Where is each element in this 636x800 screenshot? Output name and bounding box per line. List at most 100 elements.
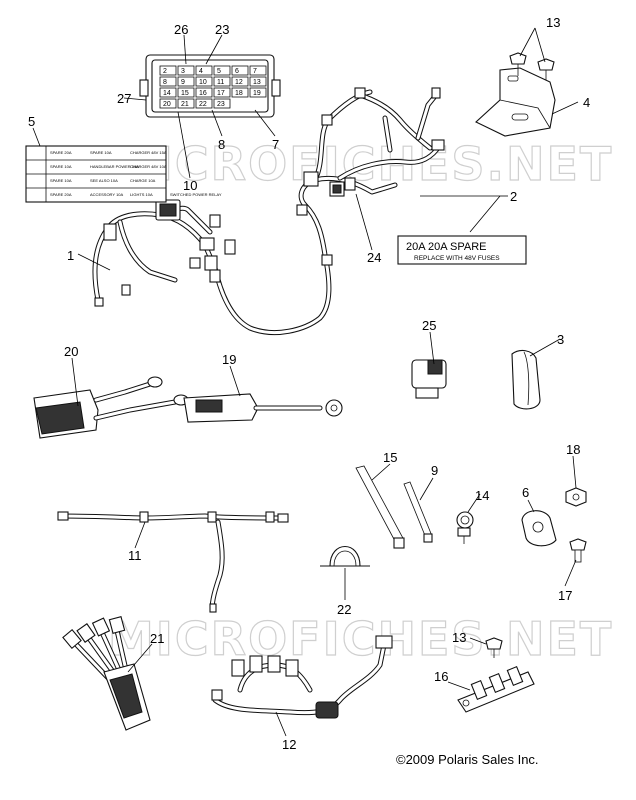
fuse-slot: [195, 87, 213, 98]
fuse-slot: [177, 76, 195, 87]
fuse-label-line1: 20A 20A SPARE: [406, 241, 487, 253]
fuse-slot: [159, 65, 177, 76]
fuse-slot-number: 17: [217, 90, 225, 97]
part-16-bus-bar: [457, 665, 535, 713]
part-4-bracket: [475, 67, 556, 137]
fuse-slot: [195, 76, 213, 87]
copyright: ©2009 Polaris Sales Inc.: [396, 752, 539, 767]
fuse-slot: [213, 65, 231, 76]
fuse-card-cell: SPARE 20A: [50, 192, 72, 197]
fuse-slot-number: 6: [235, 68, 239, 75]
part-20-cable: [33, 376, 189, 439]
callout-22: 22: [337, 602, 351, 617]
callout-24: 24: [367, 250, 381, 265]
fuse-slot: [213, 98, 231, 109]
part-25-connector: [411, 359, 447, 399]
part-11-sub-harness: [57, 511, 289, 613]
fuse-slot-number: 8: [163, 79, 167, 86]
part-2-fuse-replace-label: 20A 20A SPARE REPLACE WITH 48V FUSES: [397, 235, 527, 265]
fuse-slot: [231, 65, 249, 76]
fuse-slot-number: 22: [199, 101, 207, 108]
fuse-slot: [159, 98, 177, 109]
fuse-slot-number: 9: [181, 79, 185, 86]
callout-25: 25: [422, 318, 436, 333]
callout-15: 15: [383, 450, 397, 465]
callout-6: 6: [522, 485, 529, 500]
part-1-main-harness: [92, 87, 445, 336]
watermark-top: MICROFICHES.NET: [108, 137, 613, 191]
callout-23: 23: [215, 22, 229, 37]
fuse-slot: [195, 65, 213, 76]
fuse-card-cell: SPARE 10A: [90, 150, 112, 155]
callout-9: 9: [431, 463, 438, 478]
callout-14: 14: [475, 488, 489, 503]
fuse-slot: [195, 98, 213, 109]
fuse-card-cell: ACCESSORY 10A: [90, 192, 124, 197]
fuse-card-cell: CHARGE 10A: [130, 178, 156, 183]
watermark-bottom: MICROFICHES.NET: [108, 612, 613, 666]
fuse-card-cells: SPARE 20A SPARE 10A CHARGER 48V 15A SPARE 1…: [26, 150, 222, 197]
fuse-slot: [159, 76, 177, 87]
part-18-nut: [565, 487, 587, 507]
fuse-slot-number: 2: [163, 68, 167, 75]
part-15-cable-tie: [355, 465, 405, 549]
callout-8: 8: [218, 137, 225, 152]
fuse-slot: [177, 87, 195, 98]
part-9-cable-tie: [403, 481, 433, 543]
fuse-slot-number: 12: [235, 79, 243, 86]
fuse-label-line2: REPLACE WITH 48V FUSES: [414, 255, 500, 262]
fuse-slot: [231, 87, 249, 98]
fuse-slot-number: 4: [199, 68, 203, 75]
fuse-card-cell: SPARE 10A: [50, 164, 72, 169]
callout-27: 27: [117, 91, 131, 106]
fuse-slot: [177, 98, 195, 109]
fuse-card-cell: SPARE 10A: [50, 178, 72, 183]
fuse-card-cell: CHARGER 48V 15A: [130, 150, 167, 155]
fuse-card-cell: CHARGER 48V 10A: [130, 164, 167, 169]
fuse-card-cell: SPARE 20A: [50, 150, 72, 155]
fuse-card-cell: SEE ALSO 10A: [90, 178, 118, 183]
callout-5: 5: [28, 114, 35, 129]
callout-12: 12: [282, 737, 296, 752]
fuse-slot: [159, 87, 177, 98]
callout-7: 7: [272, 137, 279, 152]
fuse-slot-number: 16: [199, 90, 207, 97]
fuse-slot-number: 13: [253, 79, 261, 86]
fuse-slot: [213, 87, 231, 98]
callout-1: 1: [67, 248, 74, 263]
callouts: 13 4 5 27 26 23 8 7 10 2 24 1 20 19 25 3…: [28, 15, 590, 752]
callout-13b: 13: [452, 630, 466, 645]
fuse-slot: [249, 65, 267, 76]
fuse-slot-number: 10: [199, 79, 207, 86]
part-22-mount: [320, 545, 370, 567]
callout-2: 2: [510, 189, 517, 204]
callout-20: 20: [64, 344, 78, 359]
part-17-bolt: [569, 538, 587, 563]
part-21-connector-assembly: [62, 616, 151, 731]
callout-17: 17: [558, 588, 572, 603]
callout-11: 11: [128, 548, 142, 563]
fuse-slot-number: 3: [181, 68, 185, 75]
callout-26: 26: [174, 22, 188, 37]
fuse-slot: [249, 76, 267, 87]
part-19-cable: [183, 393, 343, 423]
callout-13: 13: [546, 15, 560, 30]
fuse-slot: [231, 76, 249, 87]
callout-21: 21: [150, 631, 164, 646]
fuse-slot-number: 21: [181, 101, 189, 108]
fuse-card-cell: LIGHTS 10A: [130, 192, 153, 197]
fuse-slot-number: 14: [163, 90, 171, 97]
callout-18: 18: [566, 442, 580, 457]
fuse-slot-number: 18: [235, 90, 243, 97]
fuse-slot-number: 19: [253, 90, 261, 97]
fuse-slot-number: 15: [181, 90, 189, 97]
fuse-slot-number: 23: [217, 101, 225, 108]
leader-lines: [32, 27, 579, 737]
fuse-slot-number: 7: [253, 68, 257, 75]
part-14-clamp: [456, 511, 474, 544]
fuse-slot-number: 11: [217, 79, 224, 86]
part-5-fuse-card: SPARE 20A SPARE 10A CHARGER 48V 15A SPARE 1…: [25, 145, 222, 203]
callout-19: 19: [222, 352, 236, 367]
callout-4: 4: [583, 95, 590, 110]
